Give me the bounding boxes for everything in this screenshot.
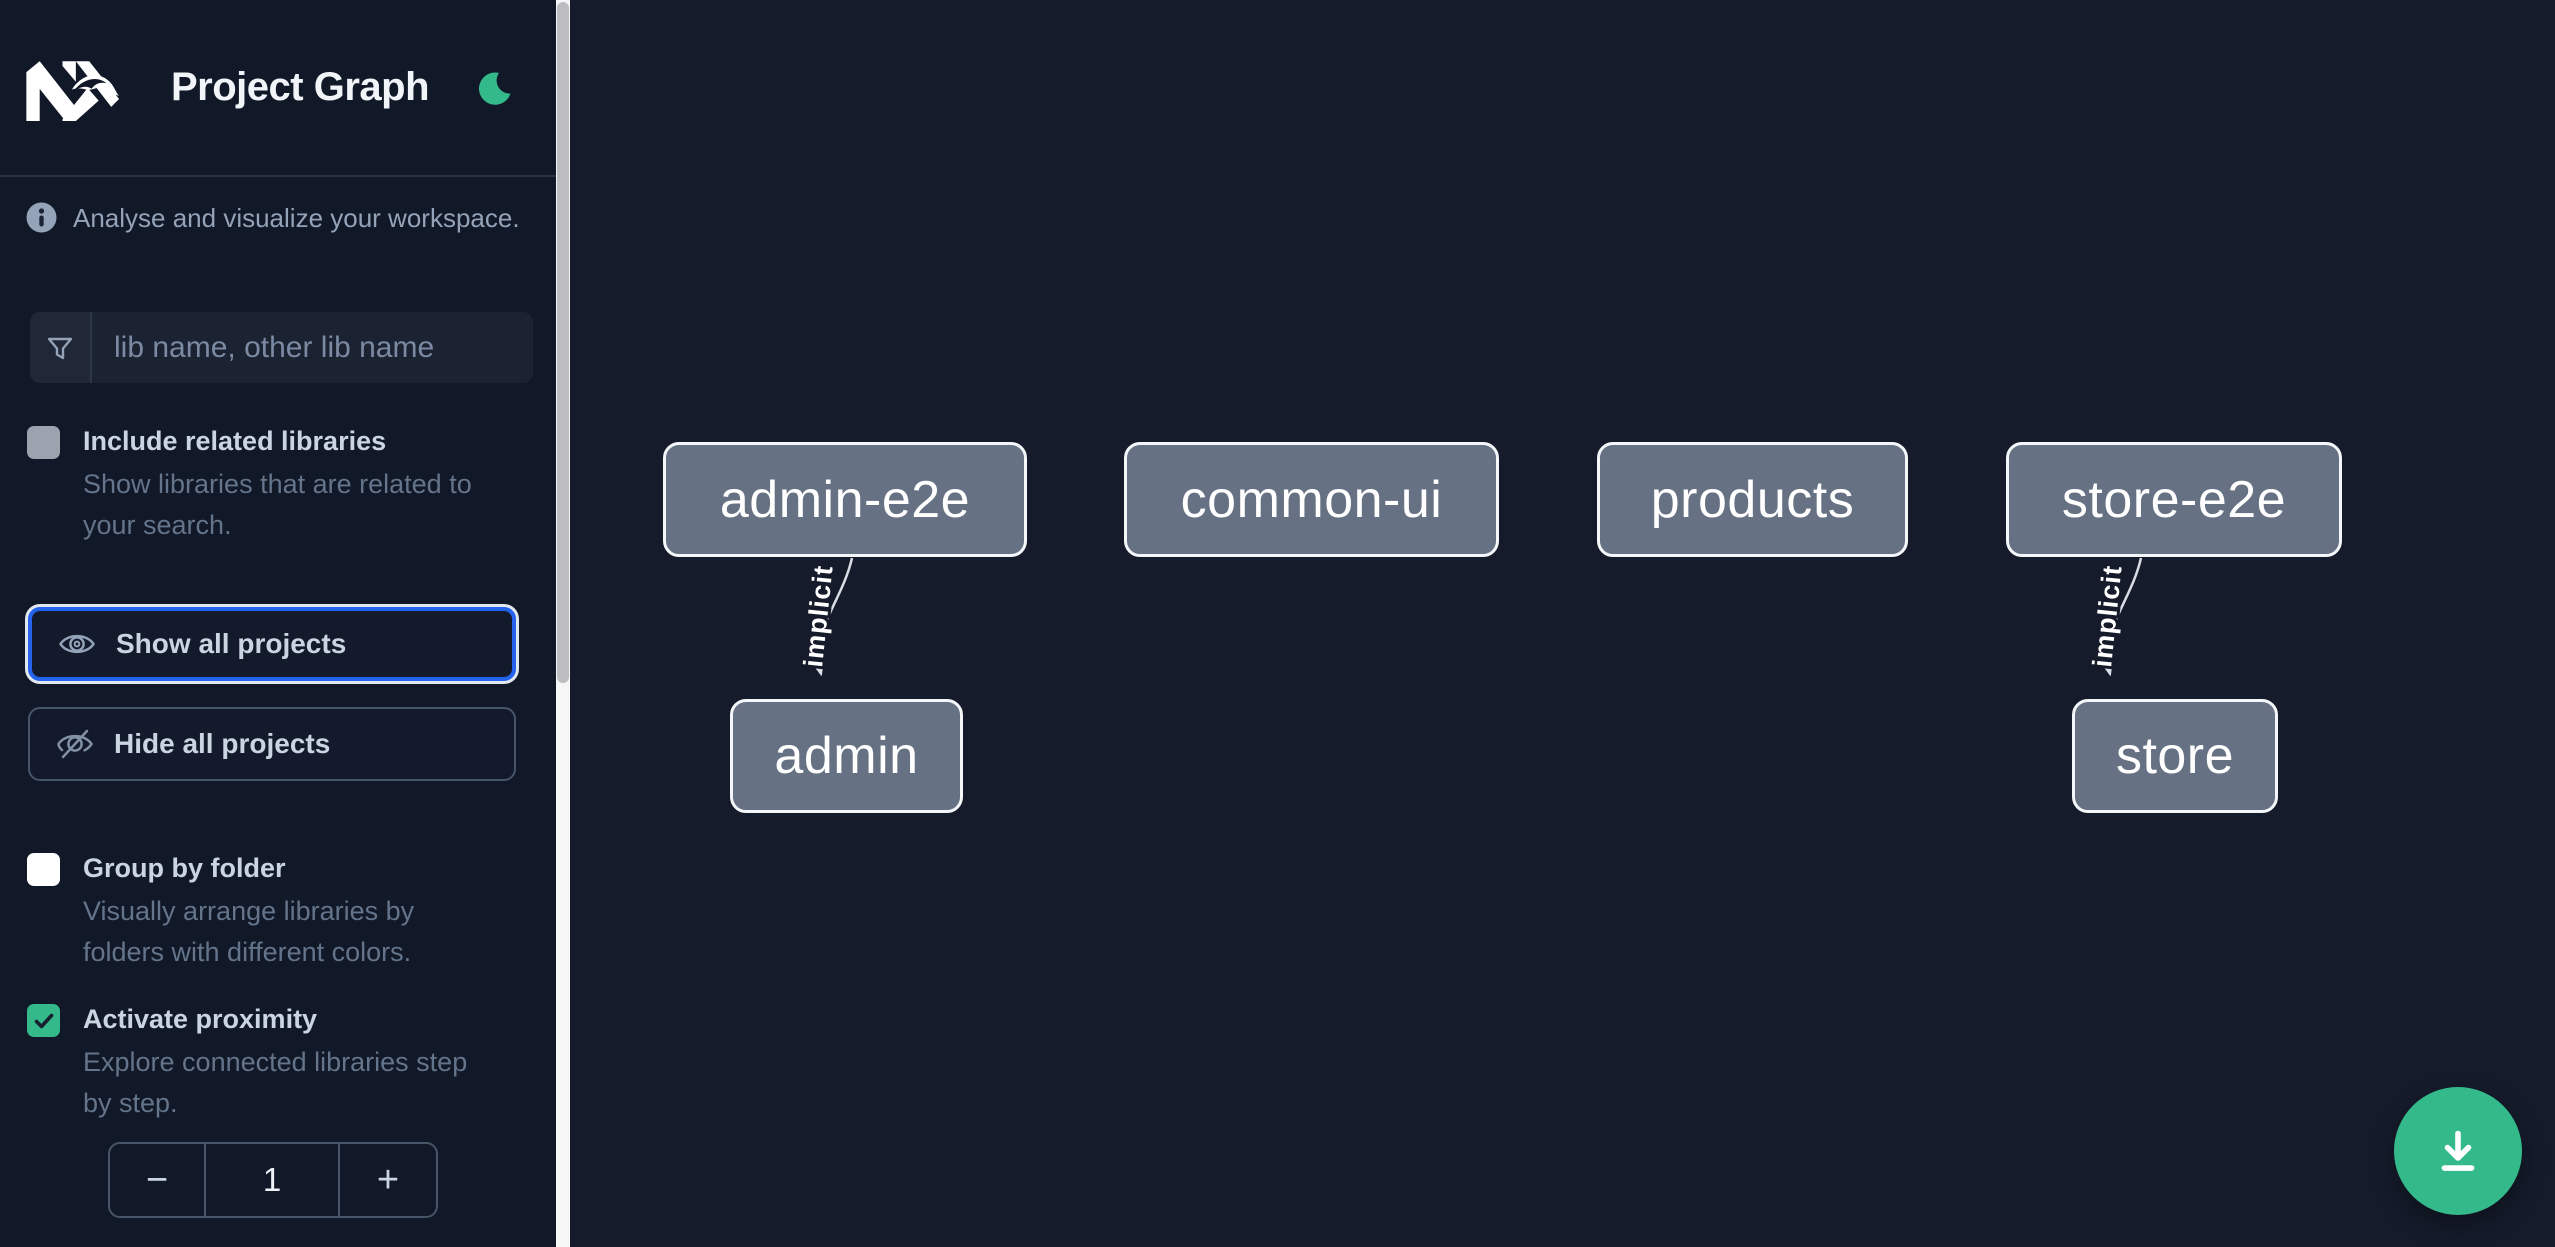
option-label: Activate proximity bbox=[83, 1004, 318, 1034]
graph-node-admin[interactable]: admin bbox=[730, 699, 963, 813]
option-label: Include related libraries bbox=[83, 426, 387, 456]
eye-icon bbox=[59, 634, 95, 654]
decrement-button[interactable]: − bbox=[110, 1144, 206, 1216]
group-by-folder-checkbox[interactable] bbox=[27, 853, 60, 886]
include-related-checkbox[interactable] bbox=[27, 426, 60, 459]
eye-off-icon bbox=[57, 729, 93, 759]
graph-node-store-e2e[interactable]: store-e2e bbox=[2006, 442, 2342, 557]
show-all-label: Show all projects bbox=[116, 628, 347, 659]
search-input[interactable] bbox=[92, 312, 533, 383]
hide-all-projects-button[interactable]: Hide all projects bbox=[28, 707, 516, 781]
option-activate-proximity: Activate proximity Explore connected lib… bbox=[27, 1002, 501, 1124]
option-group-by-folder: Group by folder Visually arrange librari… bbox=[27, 851, 485, 973]
graph-node-store[interactable]: store bbox=[2072, 699, 2278, 813]
sidebar: Project Graph Analyse and visualize your… bbox=[0, 0, 556, 1247]
edge-label: implicit bbox=[2087, 564, 2128, 669]
graph-edges: implicit implicit bbox=[795, 557, 2143, 677]
project-graph-canvas[interactable]: implicit implicit admin-e2e common-ui pr… bbox=[570, 0, 2555, 1247]
show-all-projects-button[interactable]: Show all projects bbox=[28, 607, 516, 681]
hide-all-label: Hide all projects bbox=[114, 728, 331, 759]
option-include-related: Include related libraries Show libraries… bbox=[27, 424, 531, 546]
proximity-depth-stepper: − 1 + bbox=[108, 1142, 438, 1218]
option-label: Group by folder bbox=[83, 853, 286, 883]
edge-store-e2e-to-store bbox=[2095, 557, 2143, 677]
workspace-info: Analyse and visualize your workspace. bbox=[26, 202, 526, 234]
graph-node-admin-e2e[interactable]: admin-e2e bbox=[663, 442, 1027, 557]
proximity-depth-value: 1 bbox=[262, 1161, 282, 1198]
nx-logo-icon bbox=[26, 60, 120, 121]
moon-icon bbox=[478, 71, 511, 105]
checkmark-icon bbox=[34, 1013, 53, 1028]
graph-node-common-ui[interactable]: common-ui bbox=[1124, 442, 1499, 557]
increment-button[interactable]: + bbox=[338, 1144, 436, 1216]
option-description: Explore connected libraries step by step… bbox=[83, 1047, 468, 1118]
sidebar-scrollbar[interactable] bbox=[556, 0, 570, 1247]
download-graph-button[interactable] bbox=[2394, 1087, 2522, 1215]
edge-admin-e2e-to-admin bbox=[806, 557, 854, 677]
option-description: Show libraries that are related to your … bbox=[83, 469, 472, 540]
option-description: Visually arrange libraries by folders wi… bbox=[83, 896, 415, 967]
search-box bbox=[30, 312, 533, 383]
graph-node-products[interactable]: products bbox=[1597, 442, 1908, 557]
activate-proximity-checkbox[interactable] bbox=[27, 1004, 60, 1037]
theme-toggle-button[interactable] bbox=[473, 66, 517, 110]
page-title: Project Graph bbox=[171, 65, 430, 109]
sidebar-header: Project Graph bbox=[0, 0, 556, 177]
info-text: Analyse and visualize your workspace. bbox=[73, 203, 520, 233]
info-icon bbox=[26, 202, 57, 233]
filter-funnel-icon bbox=[30, 312, 92, 383]
edge-label: implicit bbox=[798, 564, 839, 669]
sidebar-scrollbar-thumb[interactable] bbox=[557, 2, 569, 683]
download-icon bbox=[2441, 1130, 2475, 1171]
